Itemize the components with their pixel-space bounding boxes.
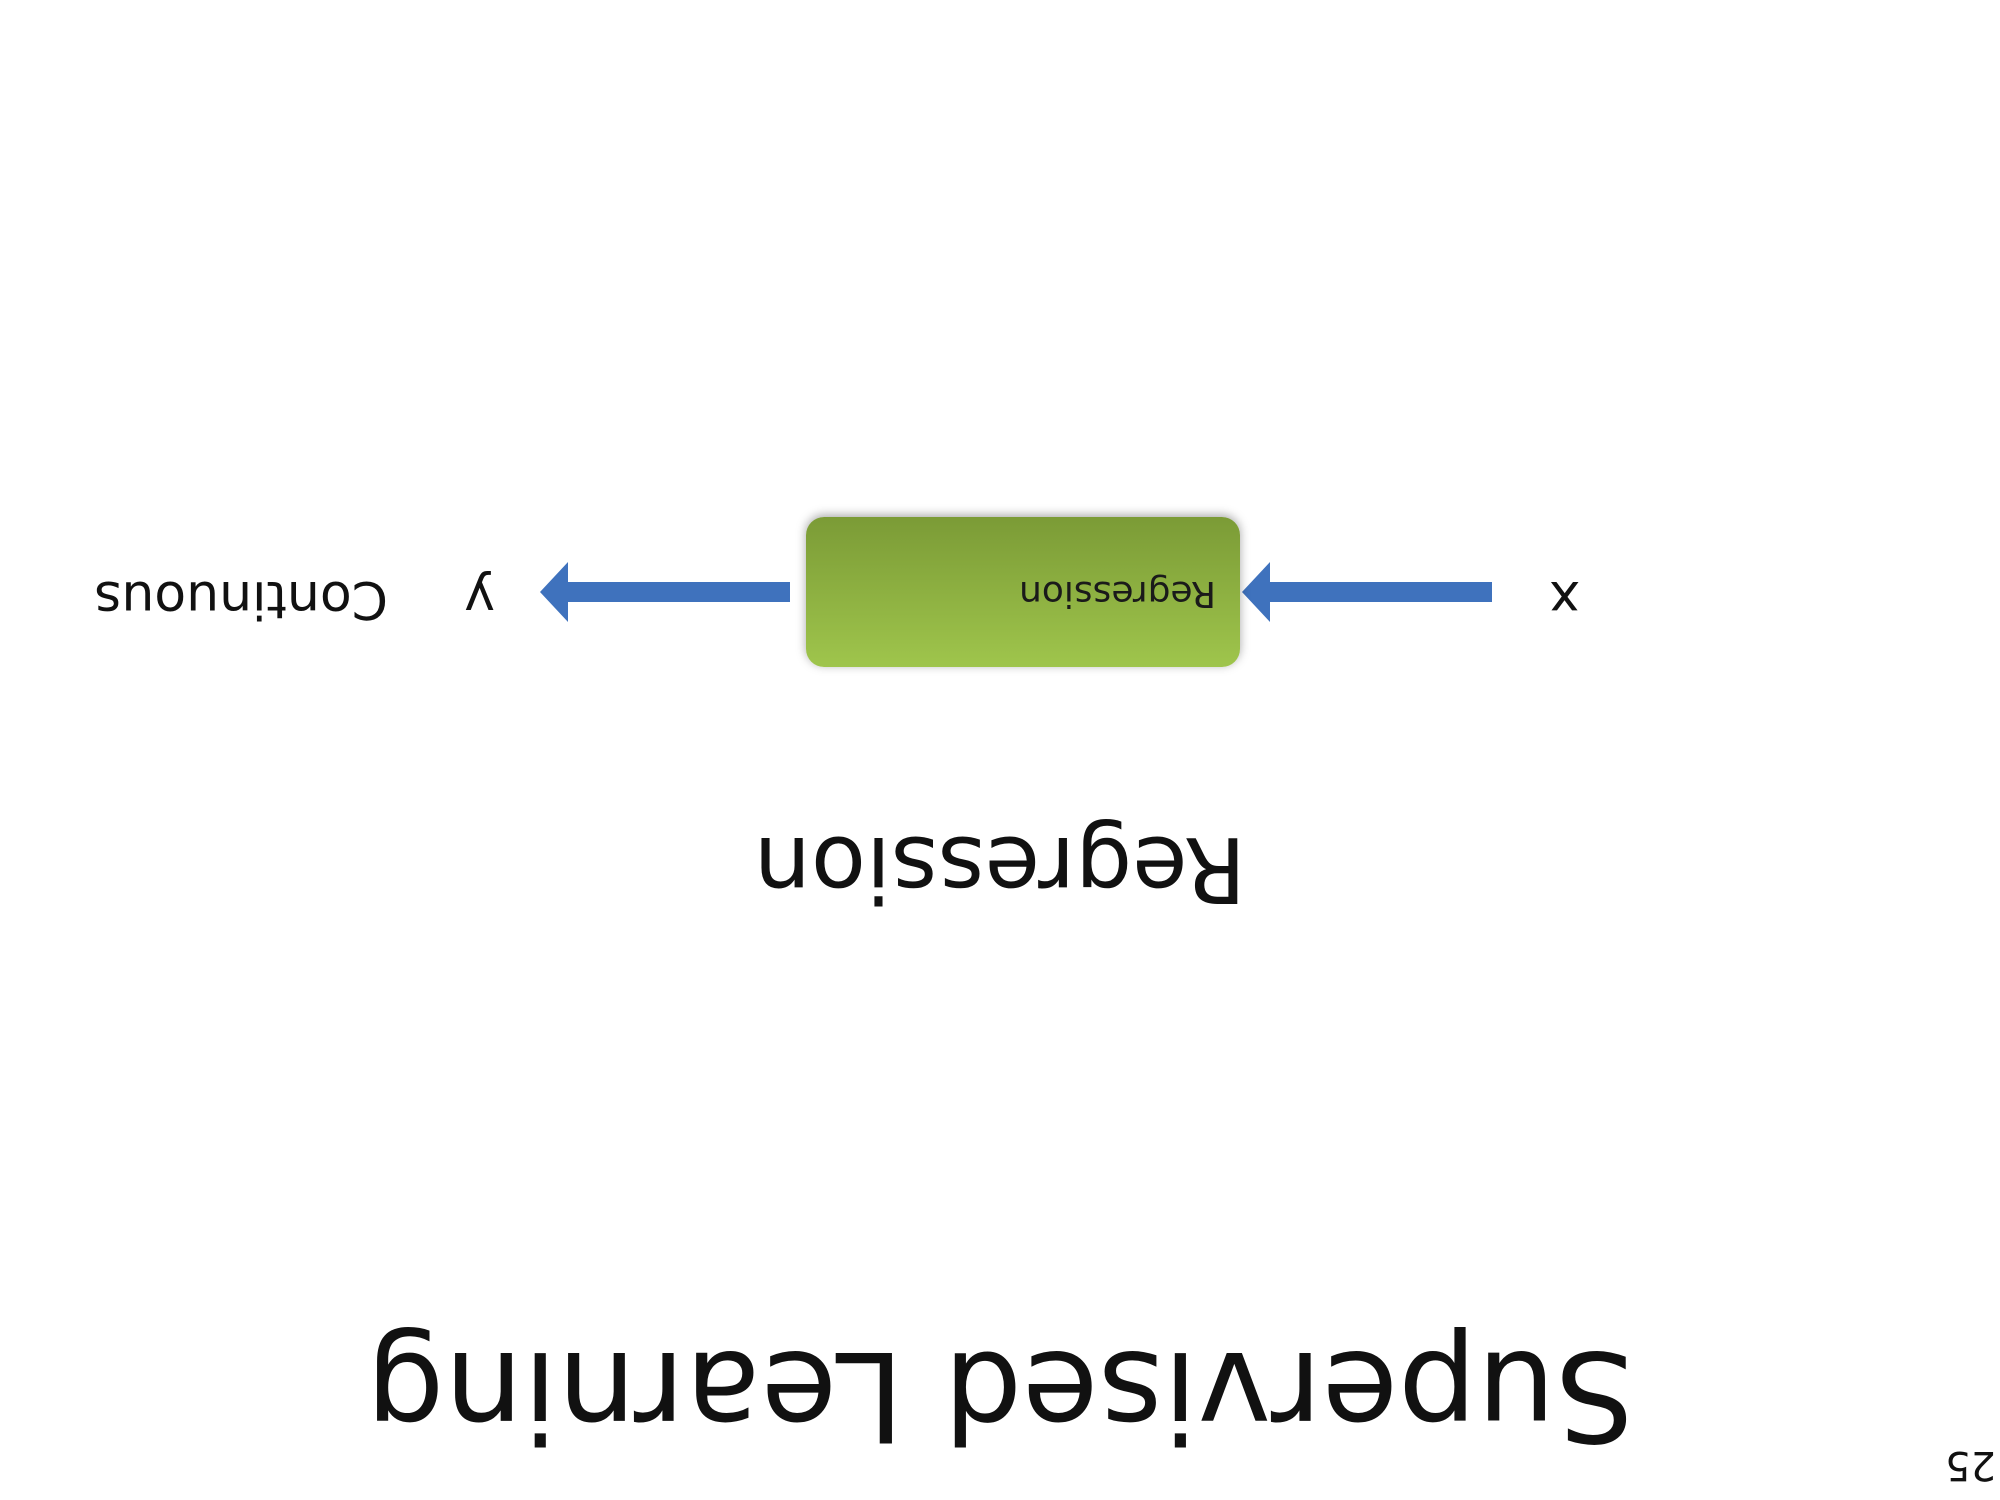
slide-subtitle: Regression	[753, 816, 1247, 921]
input-arrow-icon	[1242, 562, 1492, 622]
page-number: 25	[1945, 1442, 1996, 1488]
output-arrow-icon	[540, 562, 790, 622]
input-label: x	[1549, 569, 1580, 629]
output-label: y	[464, 569, 495, 629]
output-type-label: Continuous	[94, 569, 388, 629]
slide-title: Supervised Learning	[365, 1323, 1635, 1467]
process-label: Regression	[1019, 573, 1216, 614]
